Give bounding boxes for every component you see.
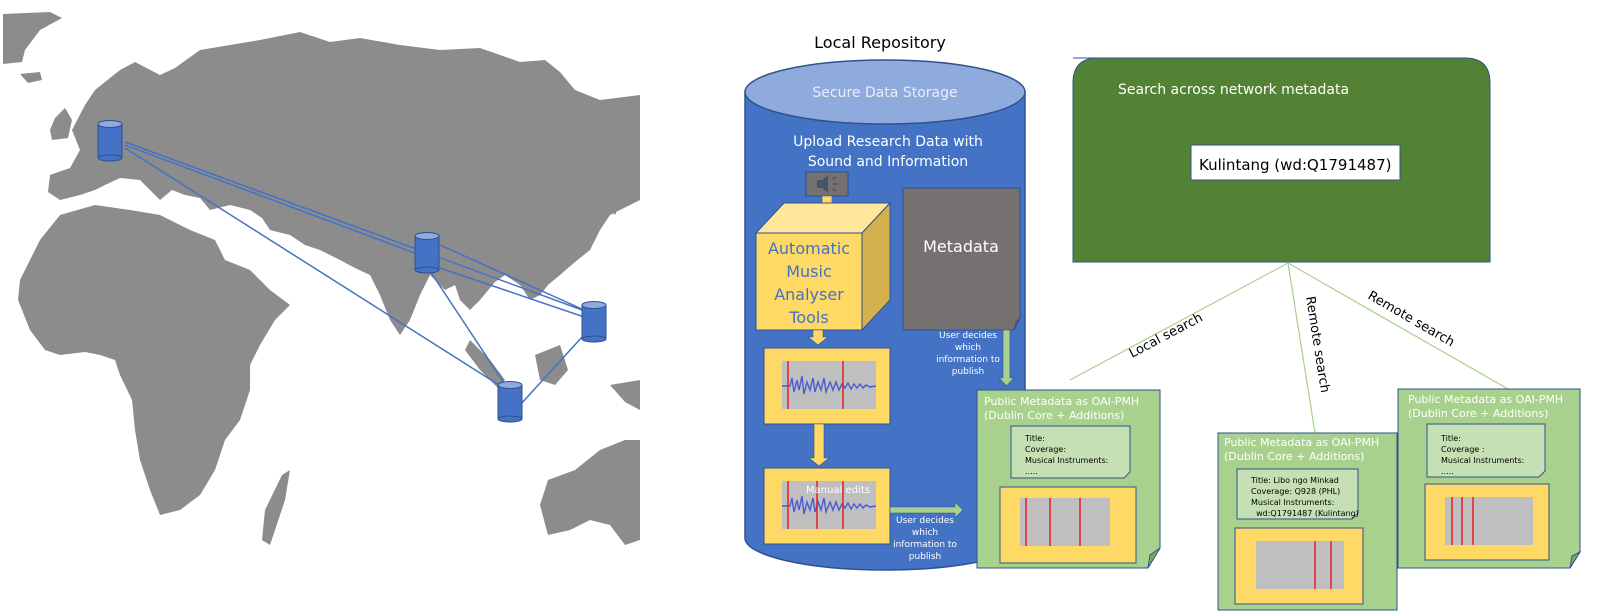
- link-europe-philippines: [124, 141, 594, 315]
- card-field: Title:: [1024, 434, 1045, 443]
- card-title-line1: Public Metadata as OAI-PMH: [984, 395, 1139, 408]
- label-local-search: Local search: [1127, 310, 1206, 361]
- repository-node-europe[interactable]: [97, 120, 123, 162]
- local-repository-title: Local Repository: [814, 33, 946, 52]
- card-field: wd:Q1791487 (Kulintang): [1251, 509, 1359, 518]
- waveform-analysis[interactable]: [763, 347, 891, 425]
- landmass-australia: [540, 440, 640, 545]
- user-decides-1-line2: which: [955, 343, 981, 353]
- arrow-manual-to-public: [889, 501, 964, 519]
- arrow-analyser-to-waveform: [807, 329, 829, 346]
- card-field: Musical Instruments:: [1251, 498, 1334, 507]
- landmass-iceland: [20, 72, 42, 83]
- analyser-label-1: Automatic: [768, 239, 850, 258]
- landmass-eurasia: [48, 32, 640, 335]
- search-edges: [1069, 262, 1509, 434]
- manual-edits-label: Manual edits: [806, 485, 870, 496]
- card-field: Coverage:: [1025, 445, 1066, 454]
- link-europe-indonesia: [124, 147, 511, 393]
- user-decides-1-line1: User decides: [939, 331, 997, 341]
- speaker-icon: [817, 175, 828, 193]
- search-input[interactable]: [1190, 144, 1401, 181]
- card-title-line2: (Dublin Core + Additions): [1224, 450, 1364, 463]
- network-links: [124, 141, 594, 406]
- music-analyser-tools[interactable]: [754, 201, 892, 332]
- edge-remote-search-2: [1287, 262, 1509, 390]
- card-field: .....: [1025, 467, 1038, 476]
- metadata-document[interactable]: [902, 187, 1021, 331]
- card-field: Title:: [1440, 434, 1461, 443]
- user-decides-2-line3: information to: [893, 540, 957, 550]
- world-map: [3, 12, 640, 545]
- upload-label-line1: Upload Research Data with: [793, 134, 983, 150]
- card-title-line2: (Dublin Core + Additions): [1408, 407, 1548, 420]
- repository-node-philippines[interactable]: [581, 301, 607, 343]
- link-europe-southasia: [124, 144, 429, 259]
- landmass-sumatra: [465, 340, 505, 388]
- card-field: Coverage :: [1441, 445, 1485, 454]
- card-field: Title: Libo ngo Minkad: [1250, 476, 1339, 485]
- storage-cylinder-top: [744, 59, 1026, 125]
- search-panel-title: Search across network metadata: [1118, 82, 1349, 98]
- analyser-label-3: Analyser: [774, 285, 844, 304]
- landmass-borneo: [535, 345, 568, 385]
- card-title-line1: Public Metadata as OAI-PMH: [1408, 393, 1563, 406]
- landmass-madagascar: [262, 470, 290, 545]
- network-nodes: [97, 120, 607, 423]
- public-metadata-card-remote-2[interactable]: Public Metadata as OAI-PMH (Dublin Core …: [1397, 388, 1582, 569]
- card-title-line2: (Dublin Core + Additions): [984, 409, 1124, 422]
- search-query: Kulintang (wd:Q1791487): [1199, 156, 1391, 174]
- user-decides-1-line4: publish: [952, 367, 985, 377]
- upload-label-line2: Sound and Information: [808, 154, 968, 170]
- link-southasia-philippines-2: [439, 267, 594, 321]
- repository-node-south-asia[interactable]: [414, 232, 440, 274]
- label-remote-search-2: Remote search: [1365, 288, 1457, 350]
- landmass-new-guinea: [610, 380, 640, 410]
- storage-label: Secure Data Storage: [812, 85, 957, 101]
- user-decides-2-line4: publish: [909, 552, 942, 562]
- card-field: Coverage: Q928 (PHL): [1251, 487, 1340, 496]
- arrow-waveform-to-manual: [808, 423, 830, 467]
- public-metadata-card-remote-1[interactable]: Public Metadata as OAI-PMH (Dublin Core …: [1217, 432, 1398, 611]
- card-field: .....: [1441, 467, 1454, 476]
- landmass-uk: [50, 108, 72, 140]
- edge-remote-search-1: [1287, 262, 1316, 434]
- user-decides-1-line3: information to: [936, 355, 1000, 365]
- metadata-label: Metadata: [923, 237, 999, 256]
- landmass-africa: [18, 205, 290, 515]
- link-southasia-philippines: [439, 244, 594, 315]
- public-metadata-card-local[interactable]: Public Metadata as OAI-PMH (Dublin Core …: [976, 389, 1161, 569]
- waveform-manual-edits[interactable]: [763, 467, 891, 545]
- user-decides-2-line2: which: [912, 528, 938, 538]
- link-philippines-indonesia: [519, 324, 594, 406]
- user-decides-2-line1: User decides: [896, 516, 954, 526]
- card-field: Musical Instruments:: [1441, 456, 1524, 465]
- arrow-metadata-to-public: [998, 329, 1015, 387]
- repository-node-indonesia[interactable]: [497, 381, 523, 423]
- edge-local-search: [1069, 262, 1289, 381]
- link-southasia-indonesia: [427, 267, 511, 393]
- card-field: Musical Instruments:: [1025, 456, 1108, 465]
- landmass-greenland: [3, 12, 62, 64]
- card-title-line1: Public Metadata as OAI-PMH: [1224, 436, 1379, 449]
- sound-file[interactable]: [805, 171, 849, 197]
- analyser-label-2: Music: [786, 262, 832, 281]
- analyser-label-4: Tools: [788, 308, 828, 327]
- landmass-japan: [598, 165, 622, 215]
